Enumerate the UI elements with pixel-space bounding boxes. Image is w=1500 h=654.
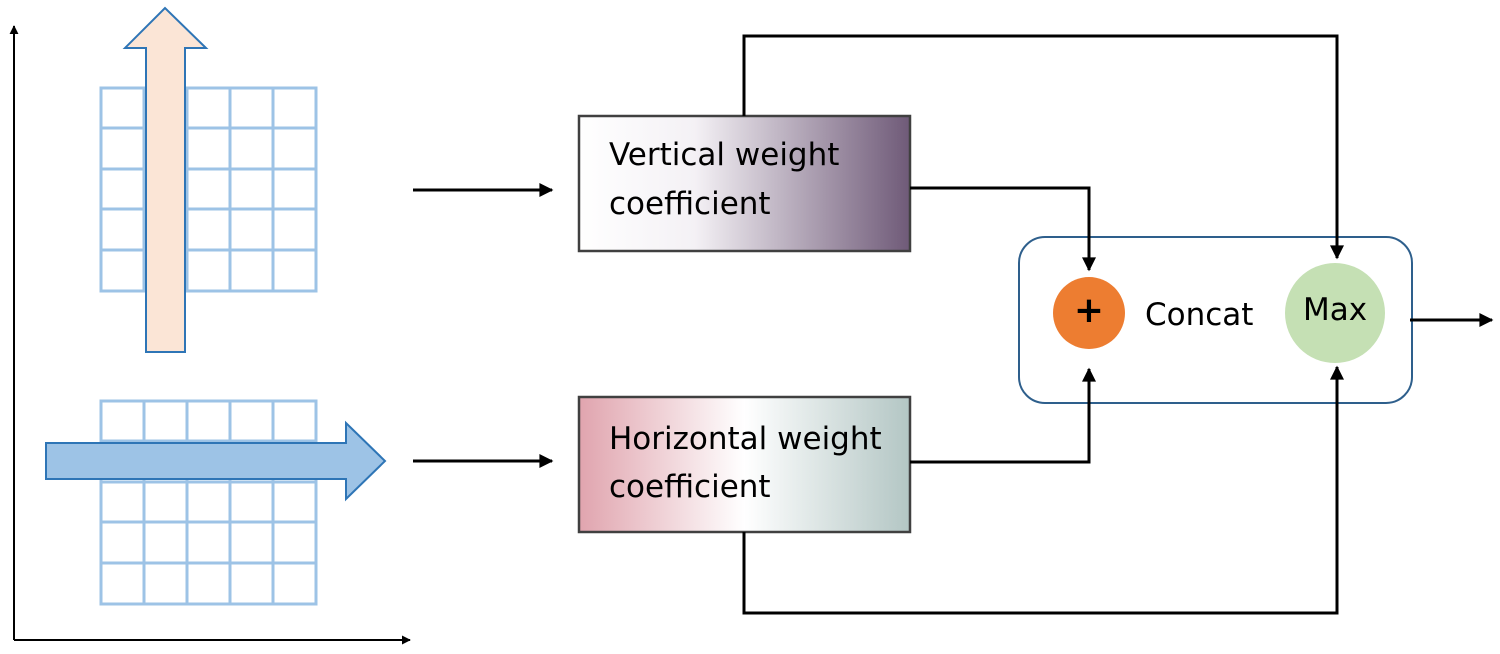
vertical-box-label-line1: Vertical weight (609, 137, 840, 173)
add-circle (1053, 277, 1125, 349)
grid-vertical (99, 86, 318, 293)
vertical-weight-box (577, 114, 912, 253)
horizontal-box-label-line1: Horizontal weight (609, 421, 882, 457)
add-symbol: + (1073, 290, 1105, 331)
horizontal-direction-arrow (45, 420, 387, 502)
horizontal-box-label-line2: coefficient (609, 469, 771, 505)
concat-label: Concat (1145, 297, 1254, 333)
max-label: Max (1302, 292, 1368, 328)
vertical-direction-arrow (122, 6, 209, 353)
horizontal-weight-box (577, 395, 912, 534)
horizontal-to-add-line (910, 367, 1096, 464)
vertical-to-add-line (910, 186, 1096, 272)
grid-horizontal (99, 399, 318, 606)
coordinate-axes (9, 25, 411, 645)
max-circle (1285, 263, 1385, 363)
horizontal-skip-to-max-line (742, 365, 1344, 615)
connector-lines (742, 34, 1494, 615)
vertical-skip-to-max-line (742, 34, 1344, 260)
vertical-box-label-line2: coefficient (609, 186, 771, 222)
